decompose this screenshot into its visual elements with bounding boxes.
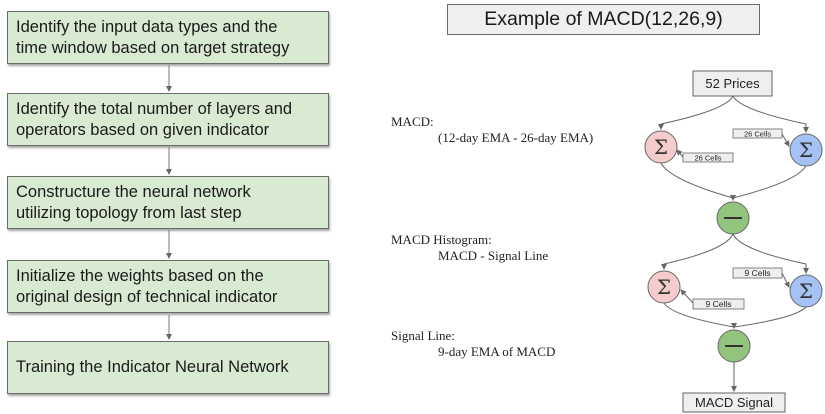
note-head: Signal Line: [391,328,455,343]
step-line: utilizing topology from last step [16,203,242,222]
sum-icon: Σ [799,138,813,162]
output-signal-box [682,392,786,413]
flow-step-identify-layers: Identify the total number of layers and … [7,93,329,146]
cells-label2-left [692,298,745,310]
cells-label-left-text: 26 Cells [694,154,721,163]
sum-icon: Σ [654,135,668,159]
sum-icon: Σ [799,279,813,303]
input-prices-label: 52 Prices [705,76,760,91]
cells-label-left [682,152,734,163]
note-signal-line: Signal Line: 9-day EMA of MACD [391,328,555,360]
sum-icon: Σ [657,275,671,299]
step-line: Training the Indicator Neural Network [16,358,289,376]
cells-label2-right [732,267,783,279]
example-title-text: Example of MACD(12,26,9) [484,8,723,30]
cells-label2-left-text: 9 Cells [706,299,732,309]
flow-step-training: Training the Indicator Neural Network [7,341,329,394]
edge-minus-to-sum2-left [661,233,734,270]
sum-node-left [644,130,678,164]
flow-step-initialize-weights: Initialize the weights based on the orig… [7,260,329,313]
edge-sum-left-to-minus [660,162,736,201]
edge-label-to-sum-right [781,133,790,147]
edge-sum2-left-to-minus2 [663,302,737,329]
edge-input-to-sum-right [732,95,809,133]
edge-minus-to-sum2-right [732,233,809,274]
step-line: original design of technical indicator [16,287,278,306]
note-sub: 9-day EMA of MACD [438,344,556,359]
cells-label-right [732,128,783,139]
step-line: operators based on given indicator [16,120,270,139]
flow-step-construct-network: Constructure the neural network utilizin… [7,176,329,229]
flow-step-identify-inputs: Identify the input data types and the ti… [7,11,329,64]
step-line: Identify the total number of layers and [16,99,293,118]
step-line: time window based on target strategy [16,38,290,57]
sum-node2-left [647,270,681,304]
note-head: MACD Histogram: [391,232,492,247]
note-macd: MACD: (12-day EMA - 26-day EMA) [391,114,593,146]
edge-sum-right-to-minus [732,165,807,199]
edge-input-to-sum-left [658,95,734,130]
step-line: Initialize the weights based on the [16,266,264,285]
example-title: Example of MACD(12,26,9) [447,4,760,35]
note-sub: MACD - Signal Line [438,248,549,263]
input-prices-box [692,70,773,97]
output-signal-label: MACD Signal [695,395,773,410]
edge-label2-to-sum2-right [781,272,790,288]
note-macd-histogram: MACD Histogram: MACD - Signal Line [391,232,548,264]
edge-label2-to-sum2-left [680,289,694,304]
edge-sum2-right-to-minus2 [733,306,807,328]
note-head: MACD: [391,114,434,129]
note-sub: (12-day EMA - 26-day EMA) [438,130,594,145]
cells-label2-right-text: 9 Cells [745,268,771,278]
step-line: Identify the input data types and the [16,17,278,36]
cells-label-right-text: 26 Cells [744,130,771,139]
step-line: Constructure the neural network [16,182,251,201]
edge-label-to-sum-left [676,149,684,158]
sum-node2-right [789,274,823,308]
sum-node-right [789,133,823,167]
